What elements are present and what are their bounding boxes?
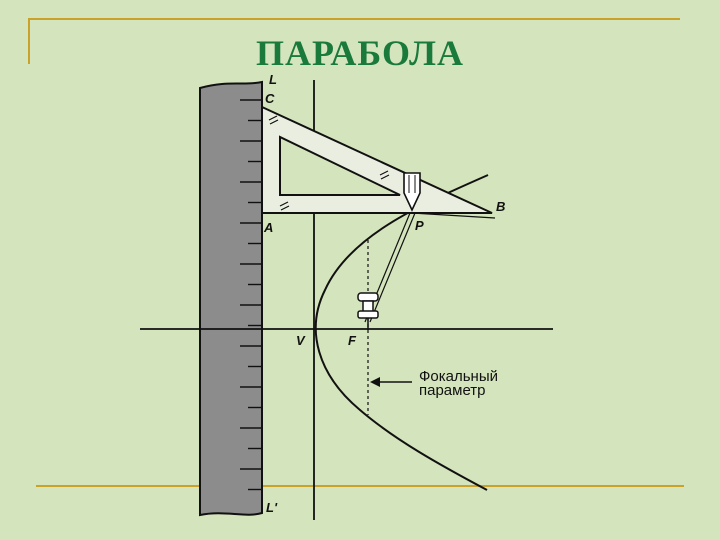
label-l: L: [269, 72, 277, 87]
pushpin: [357, 292, 379, 330]
parabola-curve: [314, 174, 489, 491]
label-a: A: [263, 220, 273, 235]
frame-top-rule: [28, 18, 680, 20]
ruler: [199, 80, 263, 517]
annotation-arrow: [370, 377, 412, 387]
string-b: [411, 212, 496, 219]
label-f: F: [348, 333, 357, 348]
frame-left-tick: [28, 18, 30, 64]
frame-bottom-rule: [36, 485, 684, 487]
label-p: P: [415, 218, 424, 233]
ruler-ticks: [240, 99, 262, 491]
set-square: [261, 105, 493, 214]
label-v: V: [296, 333, 306, 348]
string-pf-2: [369, 212, 416, 323]
label-c: C: [265, 91, 275, 106]
annotation-line-1: Фокальный: [419, 368, 498, 385]
label-l-prime: L': [266, 500, 278, 515]
slide-title: ПАРАБОЛА: [256, 33, 464, 73]
label-b: B: [496, 199, 505, 214]
pencil: [403, 172, 421, 212]
annotation-line-2: параметр: [419, 382, 486, 399]
